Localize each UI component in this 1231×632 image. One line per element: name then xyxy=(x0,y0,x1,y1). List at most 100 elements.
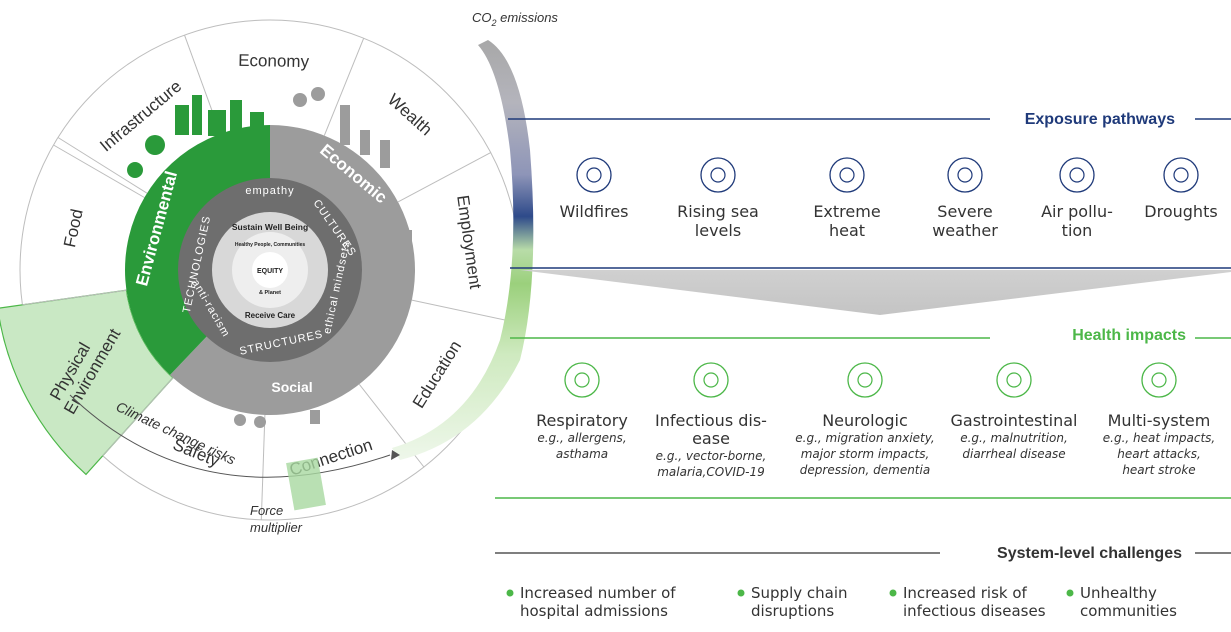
virus-search-icon xyxy=(693,362,729,398)
drought-icon xyxy=(1163,157,1199,193)
segment-divider xyxy=(411,299,515,323)
exposure-funnel xyxy=(520,270,1231,315)
exposure-label: Wildfires xyxy=(560,202,629,221)
health-example-text: asthama xyxy=(556,447,608,461)
core-sustain-label: Sustain Well Being xyxy=(232,222,308,232)
exposure-item: Air pollu-tion xyxy=(1041,157,1113,240)
exposure-label: Extreme xyxy=(813,202,880,221)
core-receive-label: Receive Care xyxy=(245,311,296,320)
exposure-label: heat xyxy=(829,221,865,240)
outer-segment-label: Economy xyxy=(238,51,310,71)
challenge-text: Increased risk of xyxy=(903,584,1028,602)
health-title-text: Gastrointestinal xyxy=(951,411,1078,430)
segment-divider xyxy=(323,38,365,136)
health-title-text: Neurologic xyxy=(822,411,908,430)
exposure-label: tion xyxy=(1062,221,1093,240)
segment-divider xyxy=(260,414,266,520)
exposure-item: Droughts xyxy=(1144,157,1218,221)
ring-empathy: empathy xyxy=(245,185,294,197)
challenge-text: infectious diseases xyxy=(903,602,1046,620)
segment-divider xyxy=(57,137,148,194)
factory-silhouette-icon xyxy=(234,87,412,428)
multiplier-label: multiplier xyxy=(250,520,303,535)
exposure-title: Exposure pathways xyxy=(1025,111,1175,128)
challenge-text: hospital admissions xyxy=(520,602,668,620)
co2-band xyxy=(392,40,534,460)
bullet-dot xyxy=(889,589,897,597)
exposure-label: Droughts xyxy=(1144,202,1217,221)
health-example-text: major storm impacts, xyxy=(801,447,930,461)
pillar-social: Social xyxy=(271,379,312,395)
health-example-text: e.g., vector-borne, xyxy=(656,449,767,463)
segment-divider xyxy=(102,377,174,457)
rising-sea-icon xyxy=(700,157,736,193)
health-example-text: diarrheal disease xyxy=(962,447,1065,461)
segment-divider xyxy=(53,144,145,198)
exposure-label: levels xyxy=(695,221,741,240)
health-title-text: ease xyxy=(692,429,730,448)
core-equity-label: EQUITY xyxy=(257,268,283,275)
challenge-text: Increased number of xyxy=(520,584,676,602)
equity-disc xyxy=(252,252,288,288)
exposure-label: Air pollu- xyxy=(1041,202,1113,221)
stomach-icon xyxy=(996,362,1032,398)
storm-cloud-icon xyxy=(947,157,983,193)
health-example-text: heart stroke xyxy=(1122,463,1195,477)
lungs-icon xyxy=(564,362,600,398)
bullet-dot xyxy=(1066,589,1074,597)
core-healthy-label: Healthy People, Communities xyxy=(235,242,306,248)
challenge-text: disruptions xyxy=(751,602,834,620)
wellbeing-wheel: Sustain Well Being Healthy People, Commu… xyxy=(0,19,521,521)
health-title-text: Infectious dis- xyxy=(655,411,767,430)
body-icon xyxy=(1141,362,1177,398)
health-title: Health impacts xyxy=(1072,327,1186,344)
wildfire-icon xyxy=(576,157,612,193)
core-planet-label: & Planet xyxy=(259,290,281,296)
health-title-text: Multi-system xyxy=(1108,411,1211,430)
climate-risk-arc xyxy=(69,394,391,478)
health-example-text: e.g., allergens, xyxy=(537,431,626,445)
challenge-text: Supply chain xyxy=(751,584,848,602)
bullet-dot xyxy=(506,589,514,597)
exposure-label: weather xyxy=(932,221,998,240)
force-label: Force xyxy=(250,503,283,518)
segment-dividers xyxy=(22,34,515,520)
brain-icon xyxy=(847,362,883,398)
co2-label: CO2 emissions xyxy=(472,10,558,28)
exposure-label: Rising sea xyxy=(677,202,759,221)
bullet-dot xyxy=(737,589,745,597)
thermometer-icon xyxy=(829,157,865,193)
challenge-text: communities xyxy=(1080,602,1177,620)
challenge-text: Unhealthy xyxy=(1080,584,1157,602)
health-example-text: e.g., migration anxiety, xyxy=(795,431,934,445)
city-silhouette-icon xyxy=(127,95,264,178)
health-example-text: malaria,COVID-19 xyxy=(657,465,765,479)
climate-risk-arrowhead xyxy=(391,450,400,460)
exposure-label: Severe xyxy=(937,202,992,221)
health-example-text: depression, dementia xyxy=(800,463,930,477)
wind-icon xyxy=(1059,157,1095,193)
exposure-item: Wildfires xyxy=(560,157,629,221)
health-example-text: e.g., heat impacts, xyxy=(1103,431,1215,445)
challenges-title: System-level challenges xyxy=(997,545,1182,562)
health-title-text: Respiratory xyxy=(536,411,628,430)
segment-divider xyxy=(22,289,127,306)
health-example-text: heart attacks, xyxy=(1117,447,1201,461)
force-multiplier-box xyxy=(286,457,326,511)
